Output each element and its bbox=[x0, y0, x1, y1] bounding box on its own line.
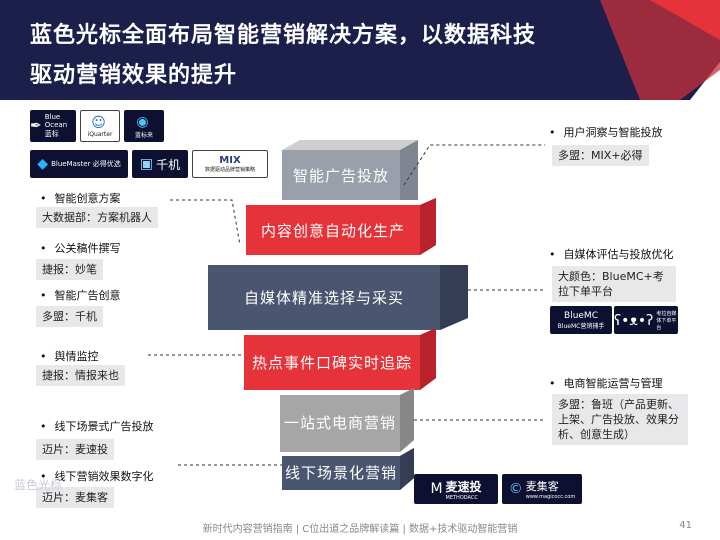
logo-bluemc-text: BlueMC bbox=[564, 310, 598, 321]
left-label-2: 公关稿件撰写 bbox=[40, 240, 121, 256]
logo-mix: MIX 数据驱动品牌营销策略 bbox=[192, 150, 268, 178]
right-tag-3: 多盟：鲁班（产品更新、上架、广告投放、效果分析、创意生成） bbox=[552, 394, 688, 445]
c-icon: © bbox=[508, 481, 523, 497]
watermark: 蓝色光标 bbox=[14, 478, 63, 492]
m-icon: M bbox=[430, 481, 443, 497]
logo-mix-sub: 数据驱动品牌营销策略 bbox=[204, 167, 255, 173]
left-tag-5: 迈片：麦速投 bbox=[36, 439, 114, 460]
tower-layer-media-selection: 自媒体精准选择与采买 bbox=[243, 288, 404, 307]
logo-maisutou-sub: METHODACC bbox=[445, 494, 478, 501]
tower-layer-offline: 线下场景化营销 bbox=[284, 463, 397, 482]
left-tag-1: 大数据部：方案机器人 bbox=[36, 207, 158, 228]
title-line-2: 驱动营销效果的提升 bbox=[30, 63, 238, 88]
right-label-3: 电商智能运营与管理 bbox=[549, 375, 663, 391]
logo-bluemaster-text: BlueMaster 必得优选 bbox=[51, 160, 121, 168]
logo-qianji: ▣ 千机 bbox=[132, 150, 188, 178]
logo-qianji-text: 千机 bbox=[156, 157, 181, 172]
left-label-3: 智能广告创意 bbox=[40, 287, 121, 303]
left-label-4: 舆情监控 bbox=[40, 348, 99, 364]
logo-iquarter-text: iQuarter bbox=[87, 130, 113, 138]
left-label-1: 智能创意方案 bbox=[40, 190, 121, 206]
logo-bluemc-sub: BlueMC营销捕手 bbox=[557, 322, 605, 330]
globe-icon: ◉ bbox=[136, 113, 149, 130]
logo-blue-ocean-text: Blue Ocean 蓝标 bbox=[44, 113, 68, 138]
right-tag-1: 多盟：MIX+必得 bbox=[552, 145, 649, 166]
pen-icon: ✒ bbox=[30, 118, 42, 134]
logo-maijike-sub: www.magicocc.com bbox=[525, 494, 576, 500]
tower-layer-event-tracking: 热点事件口碑实时追踪 bbox=[251, 353, 412, 372]
logo-maijike: © 麦集客 www.magicocc.com bbox=[502, 474, 582, 504]
header-shape bbox=[0, 0, 720, 100]
left-tag-2: 捷报：妙笔 bbox=[36, 259, 103, 280]
left-tag-3: 多盟：千机 bbox=[36, 306, 103, 327]
left-tag-4: 捷报：情报来也 bbox=[36, 365, 125, 386]
diamond-icon: ◆ bbox=[37, 156, 49, 172]
left-label-6: 线下营销效果数字化 bbox=[40, 468, 154, 484]
page-title: 蓝色光标全面布局智能营销解决方案，以数据科技 驱动营销效果的提升 bbox=[30, 16, 590, 96]
smile-icon: ☺ bbox=[91, 114, 106, 131]
logo-bluemaster: ◆ BlueMaster 必得优选 bbox=[30, 150, 128, 178]
left-label-5: 线下场景式广告投放 bbox=[40, 418, 154, 434]
logo-blueview-text: 蓝标来 bbox=[134, 131, 153, 139]
tower-layer-ecommerce: 一站式电商营销 bbox=[283, 413, 396, 432]
page-number: 41 bbox=[679, 520, 692, 531]
logo-blueview: ◉ 蓝标来 bbox=[124, 110, 164, 142]
right-label-2: 自媒体评估与投放优化 bbox=[549, 246, 674, 262]
logo-maisutou-text: 麦速投 bbox=[445, 479, 482, 494]
tower-layer-content-creation: 内容创意自动化生产 bbox=[260, 221, 405, 240]
header-band: 蓝色光标全面布局智能营销解决方案，以数据科技 驱动营销效果的提升 bbox=[0, 0, 720, 100]
logo-koala-text: 考拉自媒体下单平台 bbox=[656, 310, 677, 331]
logo-mix-text: MIX bbox=[219, 155, 241, 166]
logo-blue-ocean: ✒ Blue Ocean 蓝标 bbox=[30, 110, 76, 142]
logo-maijike-text: 麦集客 bbox=[525, 480, 559, 493]
logo-koala: ʕ•ᴥ•ʔ 考拉自媒体下单平台 bbox=[614, 306, 678, 334]
tower-layer-ad-placement: 智能广告投放 bbox=[292, 166, 389, 185]
koala-icon: ʕ•ᴥ•ʔ bbox=[614, 312, 654, 329]
cube-icon: ▣ bbox=[139, 156, 154, 172]
logo-iquarter: ☺ iQuarter bbox=[80, 110, 120, 142]
logo-bluemc: BlueMC BlueMC营销捕手 bbox=[550, 306, 612, 334]
right-tag-2: 大颜色：BlueMC+考拉下单平台 bbox=[552, 266, 676, 302]
footer: 新时代内容营销指南 | C位出道之品牌解读篇 | 数据+技术驱动智能营销 bbox=[202, 524, 518, 535]
right-label-1: 用户洞察与智能投放 bbox=[549, 124, 663, 140]
title-line-1: 蓝色光标全面布局智能营销解决方案，以数据科技 bbox=[30, 23, 537, 48]
logo-maisutou: M 麦速投 METHODACC bbox=[414, 474, 498, 504]
left-tag-6: 迈片：麦集客 bbox=[36, 487, 114, 508]
